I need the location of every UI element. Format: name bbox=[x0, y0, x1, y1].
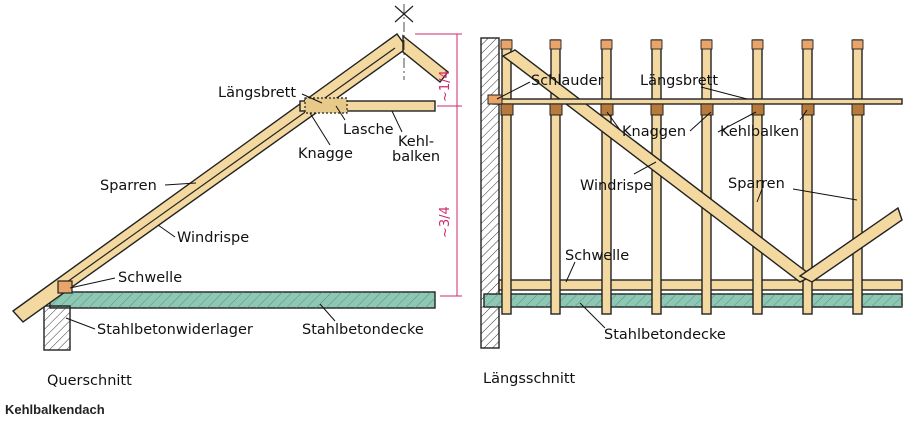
windbrace-line bbox=[59, 47, 396, 288]
long-sill bbox=[498, 279, 903, 291]
long-board bbox=[492, 98, 903, 105]
leader-decke bbox=[319, 303, 336, 322]
leader-sparren bbox=[164, 182, 197, 186]
label-kehl: Kehl- bbox=[398, 134, 434, 150]
leader-knaggen-2 bbox=[689, 111, 712, 132]
rafter-right bbox=[402, 34, 449, 83]
cleat bbox=[549, 103, 563, 116]
long-concrete-hatch bbox=[484, 294, 902, 307]
label-decke: Stahlbetondecke bbox=[302, 322, 424, 338]
leader-knagge bbox=[309, 112, 331, 146]
rafter-post bbox=[501, 39, 512, 315]
leader-sparren-2 bbox=[792, 188, 858, 201]
leader-windrispe-long bbox=[633, 161, 657, 175]
label-windrispe-long: Windrispe bbox=[580, 178, 652, 194]
post-top bbox=[600, 39, 613, 50]
leader-decke-long bbox=[579, 302, 606, 329]
label-laengsbrett-long: Längsbrett bbox=[640, 73, 718, 89]
label-balken: balken bbox=[392, 149, 440, 165]
leader-kehlbalken-1 bbox=[717, 111, 757, 133]
post-top bbox=[751, 39, 764, 50]
leader-laengsbrett-long bbox=[700, 86, 748, 100]
leader-kehl bbox=[391, 110, 403, 133]
cleat-row bbox=[500, 103, 865, 116]
post-top bbox=[801, 39, 814, 50]
leader-schlauder bbox=[496, 81, 531, 100]
windbrace-long-2 bbox=[798, 206, 903, 283]
post-top bbox=[500, 39, 513, 50]
post-top bbox=[851, 39, 864, 50]
label-sparren-long: Sparren bbox=[728, 176, 785, 192]
label-knaggen: Knaggen bbox=[622, 124, 686, 140]
longitudinal-board bbox=[304, 97, 348, 114]
leader-widerlager bbox=[65, 317, 96, 330]
label-kehlbalken: Kehlbalken bbox=[720, 124, 799, 140]
concrete-slab-hatch bbox=[50, 292, 435, 308]
label-lasche: Lasche bbox=[343, 122, 394, 138]
leader-laengsbrett bbox=[301, 93, 323, 104]
leader-lasche bbox=[335, 105, 346, 121]
caption-querschnitt: Querschnitt bbox=[47, 373, 132, 389]
label-knagge: Knagge bbox=[298, 146, 353, 162]
label-schwelle: Schwelle bbox=[118, 270, 182, 286]
cleat bbox=[500, 103, 514, 116]
leader-schwelle-long bbox=[565, 261, 576, 283]
figure-title: Kehlbalkendach bbox=[5, 402, 105, 417]
label-laengsbrett: Längsbrett bbox=[218, 85, 296, 101]
label-decke-long: Stahlbetondecke bbox=[604, 327, 726, 343]
sill bbox=[57, 280, 73, 294]
cross-section: ~1/4 ~3/4 Längsbrett Lasche Knagge Kehl-… bbox=[11, 4, 462, 389]
label-schwelle-long: Schwelle bbox=[565, 248, 629, 264]
roof-diagram: ~1/4 ~3/4 Längsbrett Lasche Knagge Kehl-… bbox=[11, 4, 903, 389]
dim-lower-label: ~3/4 bbox=[438, 206, 453, 238]
label-widerlager: Stahlbetonwiderlager bbox=[97, 322, 253, 338]
longitudinal-section: Schlauder Längsbrett Knaggen Kehlbalken … bbox=[480, 37, 903, 387]
post-top bbox=[700, 39, 713, 50]
leader-schwelle bbox=[69, 277, 116, 289]
cleat bbox=[801, 103, 815, 116]
cleat bbox=[600, 103, 614, 116]
cleat bbox=[751, 103, 765, 116]
cleat bbox=[650, 103, 664, 116]
leader-kehlbalken-2 bbox=[799, 109, 808, 121]
cleat bbox=[700, 103, 714, 116]
support-wall bbox=[43, 305, 71, 351]
dim-upper-label: ~1/4 bbox=[438, 70, 453, 102]
cleat bbox=[851, 103, 865, 116]
caption-laengsschnitt: Längsschnitt bbox=[483, 371, 576, 387]
leader-sparren-1 bbox=[756, 188, 763, 203]
rafter-post bbox=[852, 39, 863, 315]
apex-cross-b bbox=[394, 5, 414, 23]
leader-knaggen-1 bbox=[606, 111, 621, 131]
tie-plate bbox=[487, 94, 503, 105]
post-top-row bbox=[500, 39, 864, 50]
label-windrispe: Windrispe bbox=[177, 230, 249, 246]
label-sparren: Sparren bbox=[100, 178, 157, 194]
gable-wall bbox=[480, 37, 500, 349]
post-top bbox=[549, 39, 562, 50]
label-schlauder: Schlauder bbox=[531, 73, 604, 89]
leader-windrispe bbox=[157, 224, 176, 238]
post-top bbox=[650, 39, 663, 50]
collar-beam bbox=[299, 100, 436, 112]
